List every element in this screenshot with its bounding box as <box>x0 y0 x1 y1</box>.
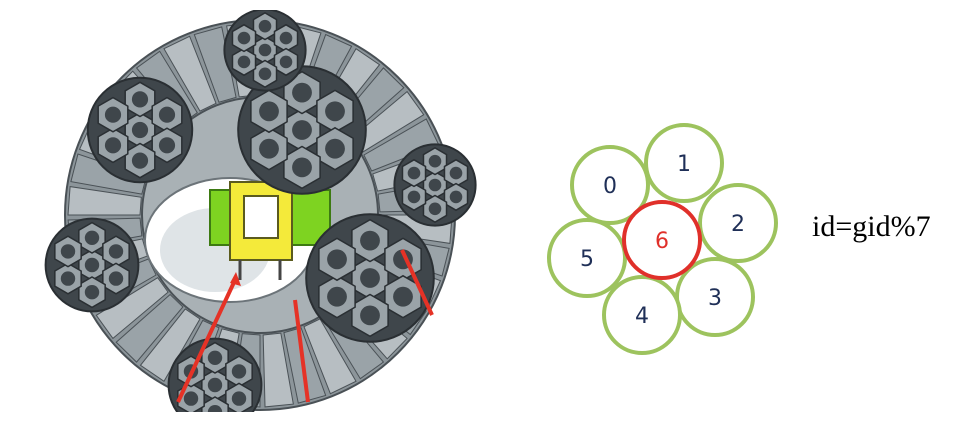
crystal-face <box>158 137 176 154</box>
crystal-face <box>292 82 312 103</box>
crystal-wedge <box>193 26 237 103</box>
hex-crystal-cluster <box>44 217 140 313</box>
cell-label: 3 <box>708 286 722 311</box>
crystal-face <box>231 391 247 406</box>
crystal-face <box>325 138 345 159</box>
crystal-face <box>131 91 149 108</box>
crystal-face <box>183 391 199 406</box>
crystal-face <box>207 405 223 412</box>
cell-circle <box>570 145 650 225</box>
cluster-cell-0: 0 <box>570 145 650 225</box>
crystal-face <box>84 257 100 273</box>
hex-crystal-cluster <box>305 213 435 343</box>
cell-circle <box>622 200 702 280</box>
cell-label: 6 <box>655 229 669 254</box>
cell-label: 2 <box>731 212 745 237</box>
crystal-face <box>428 202 442 216</box>
formula-label: id=gid%7 <box>812 210 931 243</box>
hex-crystal-cluster <box>86 76 194 184</box>
crystal-face <box>259 101 279 122</box>
hex-crystal-cluster <box>237 65 367 195</box>
crystal-face <box>108 271 124 286</box>
cluster-cell-4: 4 <box>602 275 682 355</box>
cell-label: 4 <box>635 304 649 329</box>
crystal-face <box>449 190 463 204</box>
crystal-face <box>60 244 76 259</box>
crystal-face <box>449 166 463 180</box>
crystal-face <box>393 286 413 307</box>
cell-circle <box>698 183 778 263</box>
crystal-face <box>60 271 76 286</box>
crystal-face <box>104 106 122 123</box>
cell-label: 0 <box>603 174 617 199</box>
crystal-face <box>104 137 122 154</box>
crystal-face <box>108 244 124 259</box>
crystal-face <box>258 19 272 33</box>
crystal-face <box>360 268 380 288</box>
hex-crystal-cluster <box>223 10 307 92</box>
crystal-face <box>259 138 279 159</box>
detector-array-illustration <box>44 10 477 412</box>
cell-circle <box>644 123 724 203</box>
crystal-face <box>279 31 293 45</box>
crystal-wedge <box>262 332 294 408</box>
crystal-face <box>258 67 272 81</box>
crystal-face <box>407 190 421 204</box>
crystal-face <box>292 120 312 140</box>
crystal-clusters <box>44 10 477 412</box>
cluster-cell-5: 5 <box>547 218 627 298</box>
cell-label: 1 <box>677 152 691 177</box>
crystal-face <box>84 285 100 300</box>
crystal-face <box>258 43 272 57</box>
red-arrows <box>176 249 434 403</box>
crystal-wedge <box>163 35 217 112</box>
crystal-face <box>327 249 347 270</box>
crystal-wedge <box>95 277 169 340</box>
crystal-face <box>237 55 251 69</box>
crystal-wedge <box>115 293 184 363</box>
crystal-face <box>279 55 293 69</box>
crystal-face <box>207 377 223 393</box>
crystal-face <box>84 230 100 245</box>
crystal-face <box>360 305 380 326</box>
crystal-face <box>360 230 380 251</box>
crystal-face <box>237 31 251 45</box>
target-chamber <box>209 181 331 280</box>
crystal-face <box>131 152 149 169</box>
cluster-numbering-diagram: 0 1 2 3 4 5 6 <box>547 123 778 355</box>
cell-label: 5 <box>580 247 594 272</box>
crystal-face <box>428 178 442 192</box>
crystal-face <box>207 350 223 365</box>
cluster-cell-1: 1 <box>644 123 724 203</box>
crystal-face <box>325 101 345 122</box>
cell-circle <box>547 218 627 298</box>
cluster-cell-6: 6 <box>622 200 702 280</box>
crystal-face <box>231 364 247 379</box>
cluster-cell-2: 2 <box>698 183 778 263</box>
crystal-wedge <box>303 318 357 395</box>
crystal-face <box>327 286 347 307</box>
crystal-wedge <box>67 186 142 216</box>
cluster-cell-3: 3 <box>675 257 755 337</box>
crystal-face <box>292 157 312 178</box>
cell-circle <box>602 275 682 355</box>
crystal-face <box>131 121 149 139</box>
crystal-face <box>158 106 176 123</box>
hex-crystal-cluster <box>393 143 477 227</box>
crystal-face <box>407 166 421 180</box>
crystal-face <box>428 154 442 168</box>
